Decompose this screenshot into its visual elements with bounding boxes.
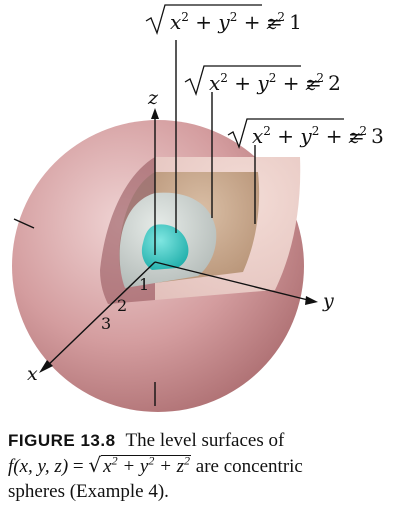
y-axis [154,261,313,302]
caption-radicand: x2 + y2 + z2 [101,453,192,477]
tick-label-3: 3 [101,314,111,333]
equation-radius-2: x2 + y2 + z2 = 2 [184,65,341,97]
sqrt-icon: √ [88,453,102,477]
z-axis-arrow [151,108,159,119]
caption-text-1: The level surfaces of [125,430,285,451]
equation-radius-3: x2 + y2 + z2 = 3 [227,118,384,150]
eq1-rhs: = 1 [266,10,302,34]
equation-radius-1: x2 + y2 + z2 = 1 [145,4,302,36]
svg-text:x2 + y2 + z2: x2 + y2 + z2 [209,71,324,95]
tick-label-2: 2 [117,296,127,315]
eq3-rhs: = 3 [348,124,384,148]
x-axis-arrow [39,360,53,373]
caption-text-2: are concentric [195,456,303,477]
figure-caption: FIGURE 13.8 The level surfaces of f(x, y,… [8,428,408,504]
x-axis-label: x [27,363,38,385]
back-axis-stub [13,218,35,229]
y-axis-label: y [322,290,334,312]
caption-text-3: spheres (Example 4). [8,481,169,502]
caption-equals: = [72,456,84,477]
level-surfaces-diagram: x2 + y2 + z2 = 1 x2 + y2 + z2 = 2 x2 + y… [12,4,384,412]
eq2-rhs: = 2 [305,71,341,95]
caption-function: f(x, y, z) [8,456,69,477]
axes [13,40,318,406]
z-axis-label: z [147,87,159,109]
x-axis [43,261,156,370]
y-axis-arrow [305,296,318,305]
svg-text:x2 + y2 + z2: x2 + y2 + z2 [252,124,367,148]
svg-text:x2 + y2 + z2: x2 + y2 + z2 [170,10,285,34]
sphere-core [141,224,189,270]
tick-label-1: 1 [139,275,149,294]
figure-number: FIGURE 13.8 [8,431,116,450]
